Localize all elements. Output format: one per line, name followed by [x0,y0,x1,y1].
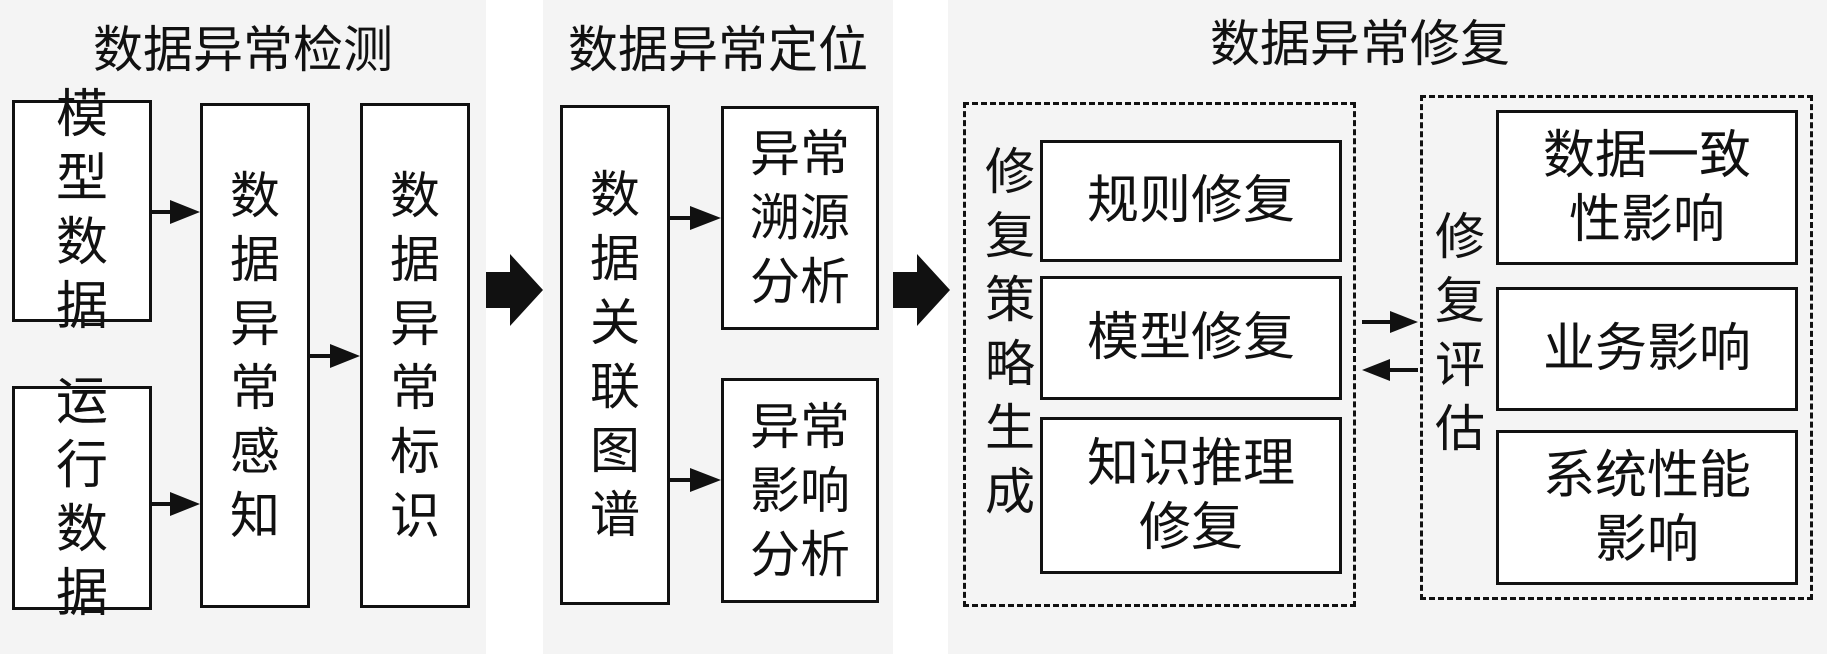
big-arrow-to-localization [486,254,543,326]
perception-box: 数据异常感知 [200,103,310,608]
consistency-text: 数据一致性影响 [1542,125,1751,250]
knowledge-repair-box: 知识推理修复 [1040,417,1342,574]
model-repair-text: 模型修复 [1086,308,1295,368]
marking-text: 数据异常标识 [390,166,440,545]
knowledge-repair-text: 知识推理修复 [1086,433,1295,558]
marking-box: 数据异常标识 [360,103,470,608]
runtime-data-box: 运行数据 [12,372,152,624]
consistency-box: 数据一致性影响 [1496,110,1798,265]
perception-text: 数据异常感知 [230,166,280,545]
arrow-runtime-to-perception [152,492,200,516]
repair-title: 数据异常修复 [1210,15,1510,73]
strategy-label: 修复策略生成 [985,143,1035,521]
graph-text: 数据关联图谱 [590,166,640,544]
model-repair-box: 模型修复 [1040,276,1342,400]
tracing-text: 异常溯源分析 [750,125,850,311]
evaluation-group [1420,95,1813,600]
arrow-perception-to-marking [310,344,360,368]
localization-title: 数据异常定位 [568,21,868,79]
evaluation-label: 修复评估 [1435,208,1485,458]
impact-box: 异常影响分析 [721,378,879,603]
model-data-text: 模型数据 [55,85,108,337]
arrow-graph-to-impact [670,468,721,492]
performance-text: 系统性能影响 [1542,445,1751,570]
arrow-model-to-perception [152,200,200,224]
arrow-strategy-to-evaluation [1362,311,1418,333]
graph-box: 数据关联图谱 [560,105,670,605]
business-text: 业务影响 [1542,319,1751,379]
strategy-group [963,102,1356,607]
performance-box: 系统性能影响 [1496,430,1798,585]
rule-repair-text: 规则修复 [1086,171,1295,231]
arrow-evaluation-to-strategy [1362,359,1418,381]
big-arrow-to-repair [893,254,950,326]
runtime-data-text: 运行数据 [55,372,108,624]
business-box: 业务影响 [1496,287,1798,411]
tracing-box: 异常溯源分析 [721,106,879,330]
impact-text: 异常影响分析 [750,397,850,584]
arrow-graph-to-tracing [670,206,721,230]
detection-title: 数据异常检测 [93,21,393,79]
rule-repair-box: 规则修复 [1040,140,1342,262]
model-data-box: 模型数据 [12,85,152,337]
